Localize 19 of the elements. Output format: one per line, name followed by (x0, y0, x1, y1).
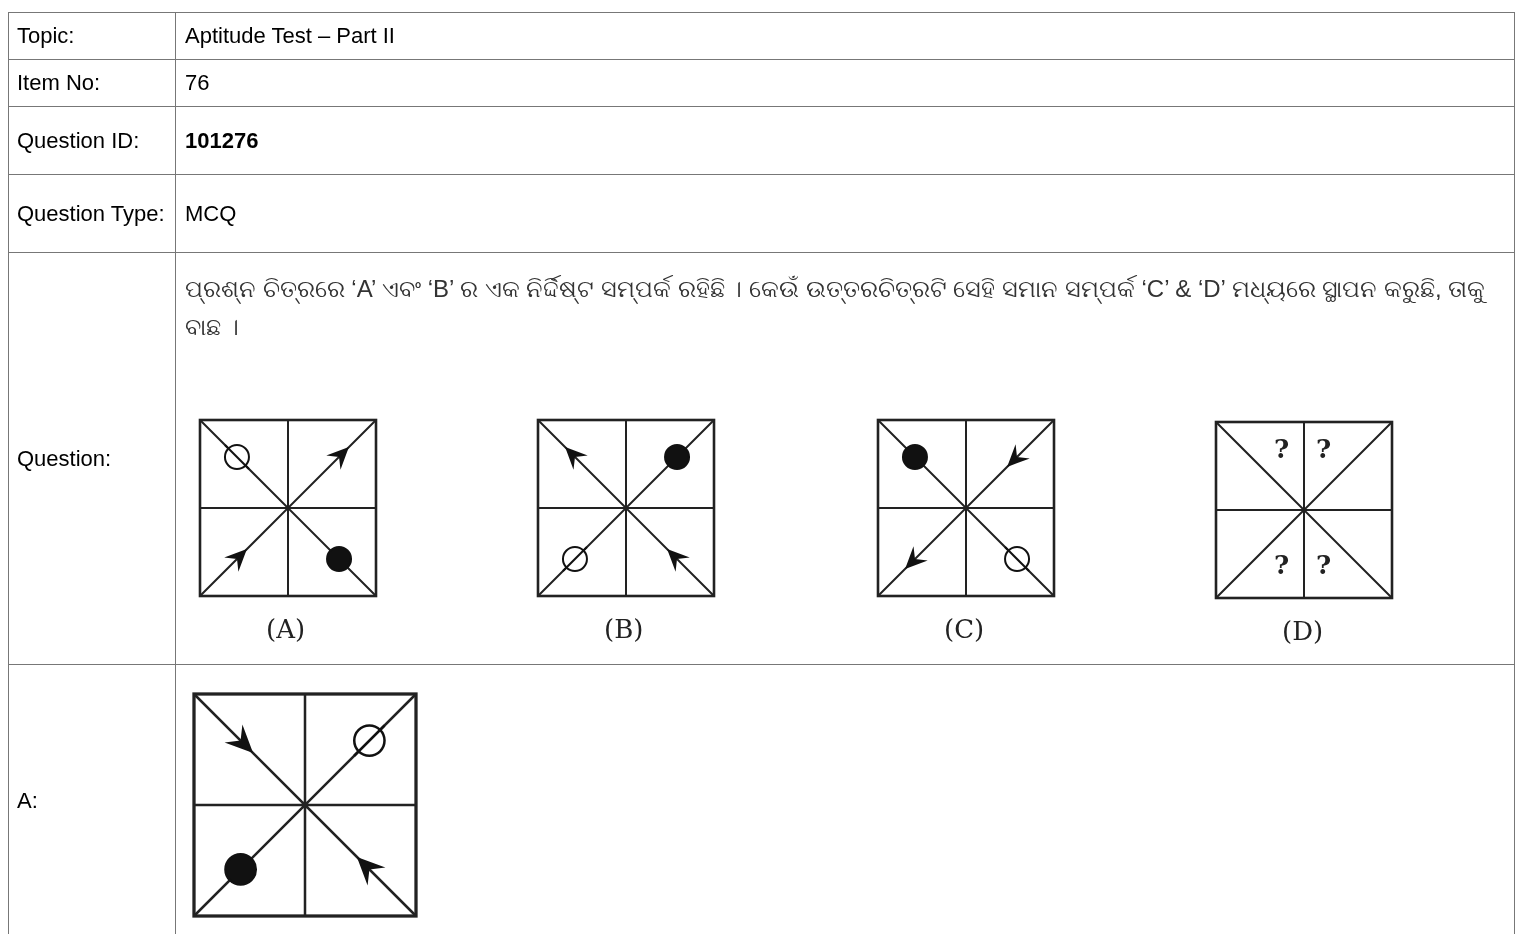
cell-value: 101276 (185, 127, 259, 154)
question-mark: ? (1316, 550, 1332, 580)
row-label: Question ID: (17, 127, 140, 154)
row-label: Question Type: (17, 200, 165, 227)
figure-caption: (A) (266, 614, 306, 644)
cell-value: 76 (185, 70, 210, 96)
row-label: A: (17, 788, 38, 814)
row-label: Item No: (17, 70, 101, 96)
figure-caption: (D) (1282, 616, 1324, 646)
row-label: Question: (17, 445, 112, 472)
question-mark: ? (1274, 550, 1290, 580)
question-text: ପ୍ରଶ୍ନ ଚିତ୍ରରେ ‘A’ ଏବଂ ‘B’ ର ଏକ ନିର୍ଦ୍ଦିଷ୍ଟ ସମ୍ପର୍କ ରହିଛି । କେଉଁ ଉତ୍ତରଚିତ୍ରଟି ସେହି ସମାନ ସମ୍ପର୍କ ‘C’ & ‘D’ ମଧ୍ୟରେ ସ୍ଥାପନ କରୁଛି, ତାକୁ ବାଛ । (185, 274, 1488, 343)
question-mark: ? (1274, 434, 1290, 464)
row-label: Topic: (17, 23, 75, 49)
question-mark: ? (1316, 434, 1332, 464)
figure-caption: (B) (604, 614, 644, 644)
cell-value: MCQ (185, 200, 237, 227)
cell-value: Aptitude Test – Part II (185, 23, 395, 49)
figure-caption: (C) (944, 614, 985, 644)
